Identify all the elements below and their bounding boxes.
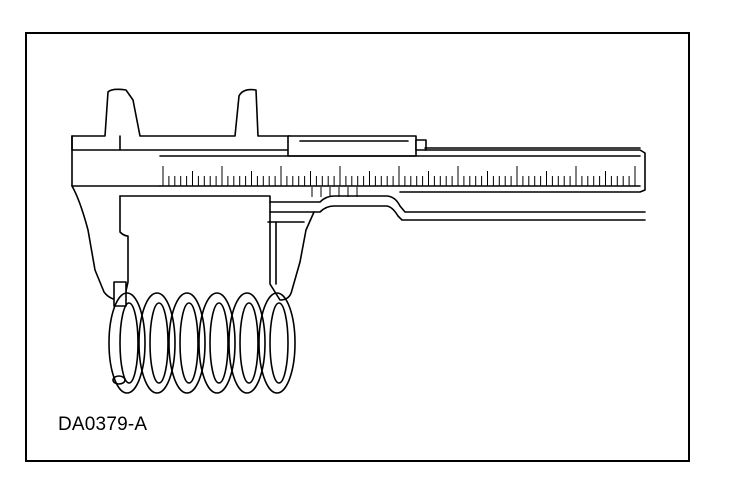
vernier-scale [311, 187, 358, 197]
spring-end [112, 375, 126, 385]
spring-coil-inner [119, 302, 139, 384]
spring-coil [258, 292, 296, 394]
figure-frame [25, 32, 690, 462]
spring-coil [198, 292, 236, 394]
main-scale [162, 166, 636, 186]
spring-coil-inner [179, 302, 199, 384]
spring-coil [168, 292, 206, 394]
figure-id-label: DA0379-A [58, 414, 148, 435]
spring-coil-inner [209, 302, 229, 384]
vernier-caliper-icon [71, 88, 646, 307]
spring-coil-inner [269, 302, 289, 384]
spring-coil [138, 292, 176, 394]
spring-coil-inner [239, 302, 259, 384]
spring-coil-inner [149, 302, 169, 384]
spring-coil [228, 292, 266, 394]
coil-spring-icon [108, 292, 296, 394]
spring-coil [108, 292, 146, 394]
